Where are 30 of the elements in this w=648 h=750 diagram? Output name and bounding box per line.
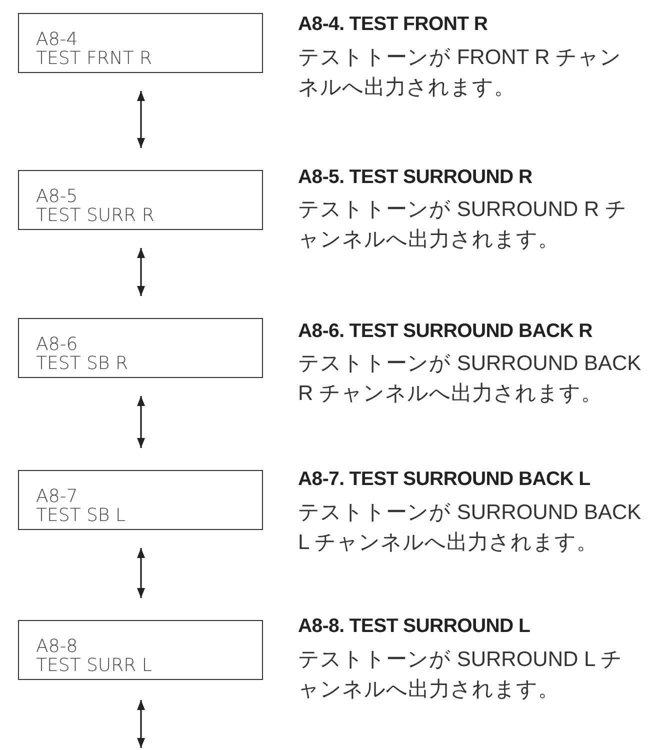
display-text: TEST SURR R xyxy=(36,206,154,226)
section-heading: A8-8. TEST SURROUND L xyxy=(298,615,530,638)
arrow xyxy=(137,248,145,296)
description-text: テストトーンが SURROUND R チャンネルへ出力されます。 xyxy=(298,197,628,253)
display-box xyxy=(18,170,263,230)
display-text: TEST SB R xyxy=(36,354,128,374)
arrow xyxy=(137,396,145,448)
display-text: A8-6 xyxy=(36,335,78,355)
description-text: テストトーンが FRONT R チャンネルへ出力されます。 xyxy=(298,45,623,101)
display-box xyxy=(18,470,263,530)
display-text: A8-7 xyxy=(36,487,78,507)
description-text: テストトーンが SURROUND BACK L チャンネルへ出力されます。 xyxy=(298,500,642,556)
section-heading: A8-7. TEST SURROUND BACK L xyxy=(298,468,590,491)
display-text: A8-8 xyxy=(36,637,78,657)
display-text: TEST FRNT R xyxy=(36,49,152,69)
description-text: テストトーンが SURROUND BACK R チャンネルへ出力されます。 xyxy=(298,351,642,407)
section-heading: A8-4. TEST FRONT R xyxy=(298,13,488,36)
display-text: A8-5 xyxy=(36,187,78,207)
arrow xyxy=(137,548,145,598)
section-heading: A8-6. TEST SURROUND BACK R xyxy=(298,320,592,343)
arrow xyxy=(137,700,145,748)
display-box xyxy=(18,620,263,680)
display-box xyxy=(18,318,263,378)
section-heading: A8-5. TEST SURROUND R xyxy=(298,166,532,189)
description-text: テストトーンが SURROUND L チャンネルへ出力されます。 xyxy=(298,647,624,703)
display-text: TEST SB L xyxy=(36,506,126,526)
arrow xyxy=(137,91,145,148)
display-text: TEST SURR L xyxy=(36,656,152,676)
display-box xyxy=(18,13,263,73)
display-text: A8-4 xyxy=(36,30,78,50)
